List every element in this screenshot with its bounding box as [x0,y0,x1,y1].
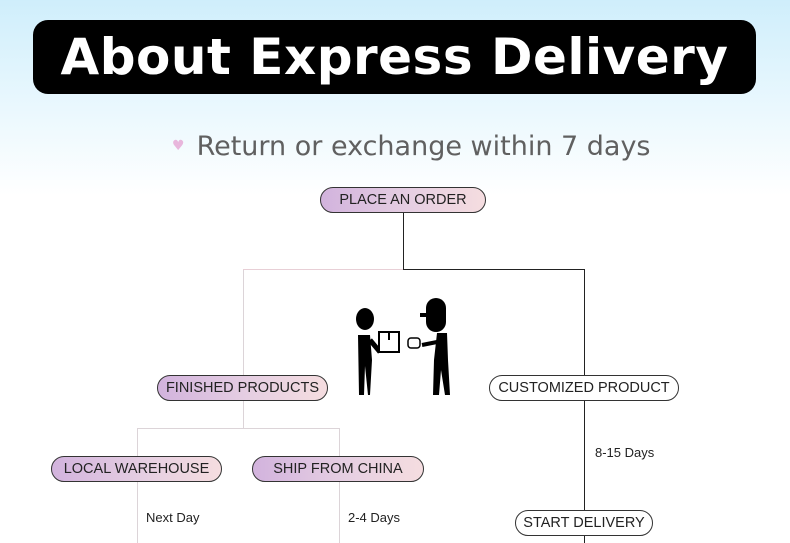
connector [403,269,585,271]
return-policy-text: Return or exchange within 7 days [196,130,651,162]
return-policy: ♥ Return or exchange within 7 days [172,128,651,164]
step-start-delivery: START DELIVERY [515,510,653,536]
step-customized-product: CUSTOMIZED PRODUCT [489,375,679,401]
connector [584,401,586,543]
local-time-label: Next Day [146,510,200,525]
heart-icon: ♥ [172,138,185,154]
connector [137,428,340,430]
custom-time-label: 8-15 Days [595,445,655,460]
step-ship-from-china: SHIP FROM CHINA [252,456,424,482]
step-local-warehouse: LOCAL WAREHOUSE [51,456,222,482]
connector [137,428,139,543]
page-title: About Express Delivery [33,20,756,94]
china-time-label: 2-4 Days [348,510,401,525]
connector [403,212,405,270]
delivery-handover-illustration [356,298,450,395]
connector [243,269,403,271]
step-finished-products: FINISHED PRODUCTS [157,375,328,401]
step-place-order: PLACE AN ORDER [320,187,486,213]
connector [243,401,245,429]
connector [243,270,245,375]
connector [339,428,341,543]
connector [584,270,586,375]
